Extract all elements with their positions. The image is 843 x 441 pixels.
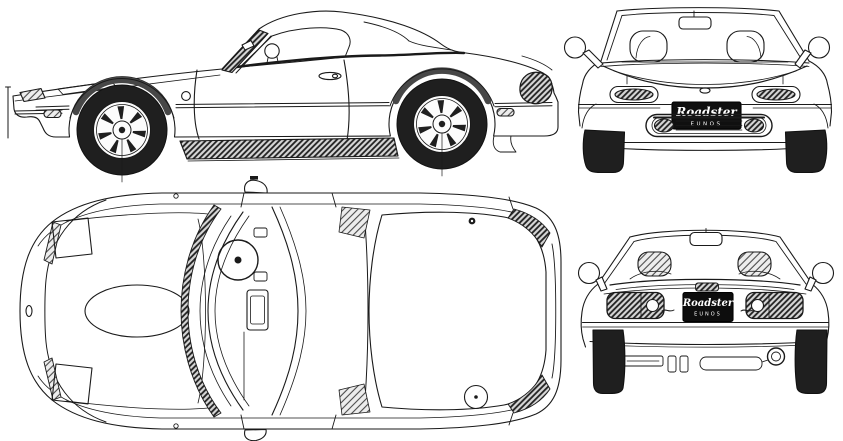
rocker-panel (179, 137, 399, 160)
rear-view: Roadster EUNOS (577, 228, 835, 395)
mazda-emblem (699, 87, 711, 94)
front-body-sides (577, 60, 833, 129)
antenna-base (468, 217, 476, 225)
tail-light-left (606, 291, 665, 320)
side-window (239, 27, 351, 68)
mirror-plan-top (244, 179, 268, 194)
rear-tire-left (592, 329, 626, 395)
rear-seams-plan (508, 196, 557, 426)
hood-bulge (84, 284, 190, 338)
rear-wheel (396, 78, 488, 177)
door-mirror (241, 39, 255, 51)
fuel-filler-cap (463, 384, 489, 410)
turn-signal-top-left (43, 221, 62, 265)
wheel-arches (69, 67, 495, 119)
exhaust-tip (766, 347, 786, 366)
steering-wheel (217, 239, 259, 281)
turn-signal-left (609, 85, 659, 104)
front-bumper-seam (44, 199, 107, 423)
door-mirror-right (794, 36, 831, 69)
mirror-plan-bottom (244, 428, 267, 441)
tonneau-panel (338, 206, 371, 416)
fender-repeater (181, 91, 191, 101)
dashboard-vents (253, 227, 268, 282)
top-body-outline (19, 192, 562, 430)
nose-badge (25, 304, 33, 318)
tail-light-side (519, 71, 553, 105)
trunk-lid (368, 211, 547, 411)
front-wheel (76, 84, 168, 183)
door-mirror-rear-right (804, 261, 835, 292)
beltline (221, 51, 466, 71)
soft-top-seams (363, 21, 553, 71)
tail-light-right (745, 291, 804, 320)
muffler (699, 356, 763, 371)
top-view (19, 179, 562, 441)
trunk-badge-slot (695, 282, 719, 292)
interior-mirror (678, 10, 712, 30)
cockpit-rear-edge (271, 206, 307, 416)
tail-light-plan-right (507, 374, 551, 414)
door-seams (193, 59, 350, 141)
rear-tire-right (794, 329, 828, 395)
reference-marks (5, 86, 258, 180)
headlight-door-right (51, 363, 93, 405)
trunk-badges (661, 309, 754, 312)
front-plate-script: Roadster (675, 105, 738, 119)
driver-headrest (264, 43, 280, 64)
door-shut-lines (173, 192, 337, 430)
door-handle (318, 71, 342, 81)
rear-valance (492, 135, 517, 153)
front-tire-left (582, 129, 626, 174)
turn-signal-right (751, 85, 801, 104)
rear-body-sides (580, 283, 830, 348)
underbody-hardware (622, 355, 769, 373)
interior-mirror-rear (689, 228, 723, 247)
headrests-rear (629, 251, 781, 280)
rocker-lower-line (187, 157, 400, 162)
windshield-plan (180, 204, 250, 418)
headlight-door-left (51, 217, 93, 259)
front-view: Roadster EUNOS (563, 7, 833, 174)
rear-plate-script: Roadster (682, 298, 734, 309)
door-lock (331, 73, 339, 79)
front-plate-subtext: EUNOS (691, 122, 723, 128)
door-mirror-left (563, 36, 604, 69)
headrest-left (629, 30, 668, 63)
front-turn-signal (19, 87, 46, 103)
body-rail-inner-lines (37, 203, 533, 419)
turn-signal-top-right (43, 357, 62, 401)
headrest-right (726, 30, 765, 63)
front-side-marker (43, 109, 62, 119)
rear-license-plate: Roadster EUNOS (682, 291, 734, 323)
front-tire-right (784, 129, 828, 174)
rear-side-marker (496, 107, 515, 117)
hood-lines (602, 65, 808, 89)
tail-light-plan-left (507, 208, 551, 248)
rear-plate-subtext: EUNOS (694, 312, 722, 318)
grille-intake (645, 113, 773, 138)
front-license-plate: Roadster EUNOS (671, 101, 742, 130)
center-console (243, 289, 269, 401)
side-body-outline (12, 10, 559, 138)
windshield-frame (600, 7, 810, 67)
side-view (5, 10, 559, 183)
door-mirror-rear-left (577, 261, 608, 292)
